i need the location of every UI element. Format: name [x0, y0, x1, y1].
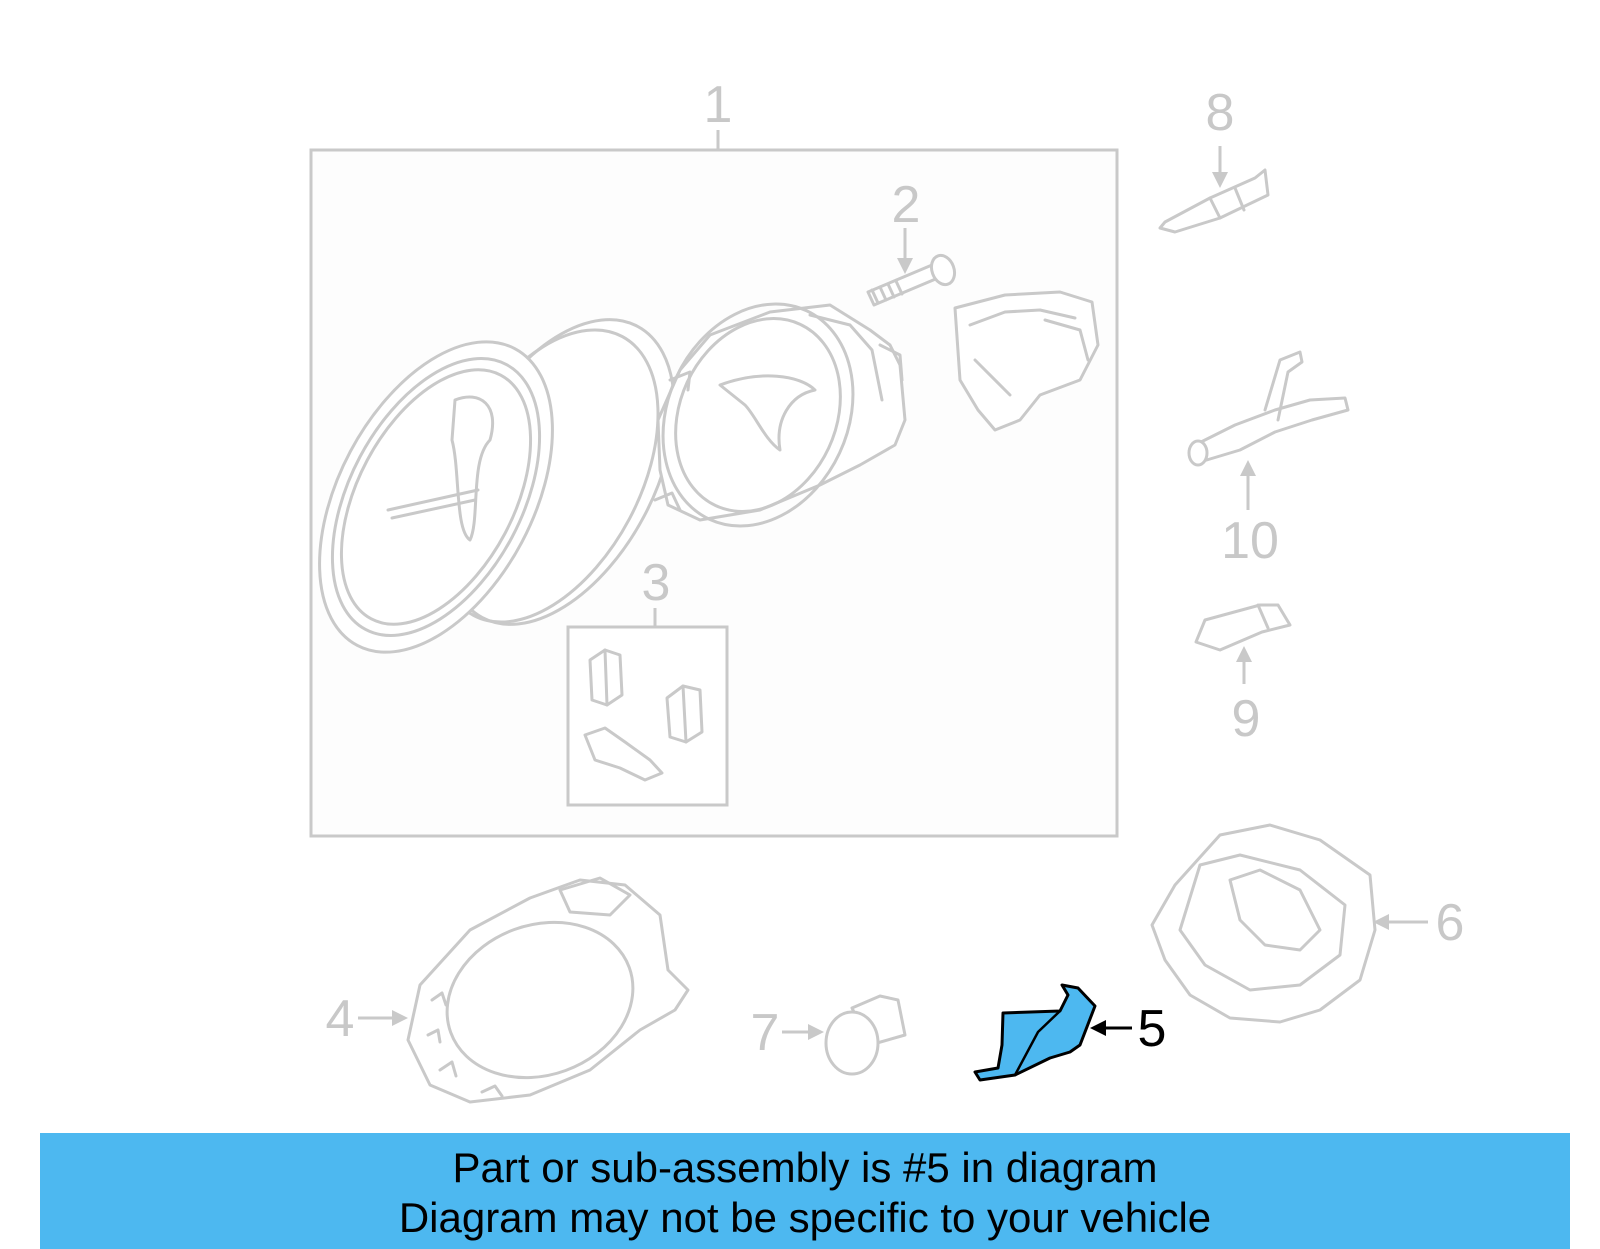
callout-6[interactable]: 6: [1436, 894, 1465, 952]
callout-3[interactable]: 3: [642, 554, 671, 612]
mounting-bracket[interactable]: [953, 290, 1100, 432]
arrowhead-7: [808, 1024, 824, 1040]
banner-line-1: Part or sub-assembly is #5 in diagram: [452, 1144, 1158, 1191]
arrowhead-6: [1373, 914, 1389, 930]
arrowhead-8: [1212, 172, 1228, 188]
part-9-bulb[interactable]: [1194, 603, 1292, 652]
part-6-housing-cover[interactable]: [1150, 823, 1377, 1024]
part-7-push-clip[interactable]: [824, 994, 907, 1076]
part-5-fold-line: [1013, 1010, 1061, 1076]
headlamp-housing[interactable]: [628, 273, 907, 558]
part-8-bulb-socket[interactable]: [1158, 168, 1270, 234]
info-banner: Part or sub-assembly is #5 in diagram Di…: [40, 1133, 1570, 1249]
callout-7[interactable]: 7: [751, 1004, 780, 1062]
arrowhead-2: [897, 258, 913, 274]
adjusting-screw[interactable]: [866, 252, 958, 307]
callout-8[interactable]: 8: [1206, 84, 1235, 142]
callout-4[interactable]: 4: [326, 990, 355, 1048]
callout-9[interactable]: 9: [1232, 690, 1261, 748]
arrowhead-4: [392, 1010, 408, 1026]
part-5-highlighted-bracket[interactable]: [973, 983, 1097, 1082]
callout-1[interactable]: 1: [704, 76, 733, 134]
clip-kit-parts[interactable]: [583, 648, 704, 782]
arrowhead-5: [1090, 1020, 1106, 1036]
arrowhead-10: [1240, 460, 1256, 476]
callout-10[interactable]: 10: [1221, 512, 1279, 570]
headlamp-lens[interactable]: [271, 282, 721, 691]
callout-2[interactable]: 2: [892, 176, 921, 234]
arrowhead-9: [1236, 646, 1252, 662]
part-10-bulb-holder[interactable]: [1187, 350, 1350, 467]
banner-line-2: Diagram may not be specific to your vehi…: [398, 1194, 1212, 1241]
part-5-shape[interactable]: [973, 983, 1097, 1082]
callout-5[interactable]: 5: [1138, 1000, 1167, 1058]
part-4-bezel-ring[interactable]: [406, 876, 690, 1104]
